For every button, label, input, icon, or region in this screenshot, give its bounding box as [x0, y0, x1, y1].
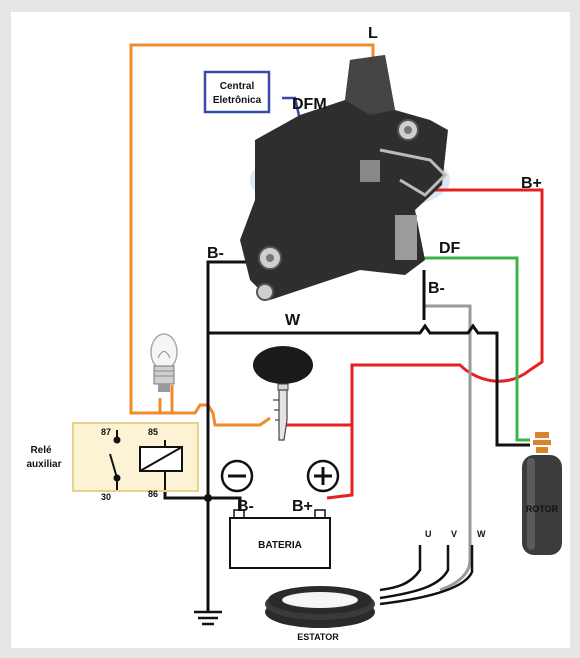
junction-dot: [204, 494, 212, 502]
w-label: W: [285, 312, 301, 329]
relay-86-wire: [163, 490, 242, 510]
stator-w-label: W: [477, 529, 486, 539]
battery-neg-label: B-: [237, 498, 254, 515]
rotor-label: ROTOR: [526, 504, 559, 514]
b-plus-wire: [326, 188, 544, 500]
relay-coil-icon: [139, 440, 183, 490]
stator-wire-v: [379, 545, 450, 600]
minus-circle-icon: [220, 459, 254, 493]
stator-u-label: U: [425, 529, 432, 539]
central-label-2: Eletrônica: [213, 95, 262, 106]
terminal-86: 86: [148, 489, 158, 499]
battery-pos-label: B+: [292, 498, 313, 515]
rele-label-2: auxiliar: [26, 459, 61, 470]
stator-wire-u: [379, 545, 422, 592]
stator-v-label: V: [451, 529, 457, 539]
df-label: DF: [439, 240, 461, 257]
central-label-1: Central: [220, 81, 255, 92]
ignition-key-icon: [253, 346, 313, 441]
battery: [229, 509, 331, 569]
b-minus-left-label: B-: [207, 245, 224, 262]
stator-wire-w: [379, 545, 474, 606]
terminal-85: 85: [148, 427, 158, 437]
w-wire: [208, 323, 530, 447]
rotor: [522, 432, 562, 555]
bateria-label: BATERIA: [258, 540, 302, 551]
rele-label-1: Relé: [30, 445, 52, 456]
df-wire: [424, 256, 530, 442]
dfm-label: DFM: [292, 96, 327, 113]
lamp-lead-wire: [170, 385, 188, 415]
terminal-87: 87: [101, 427, 111, 437]
w-gray-wire: [424, 304, 472, 592]
b-minus-right-label: B-: [428, 280, 445, 297]
plus-circle-icon: [306, 459, 340, 493]
estator-label: ESTATOR: [297, 632, 339, 642]
stator: [265, 586, 375, 628]
central-eletronica-box: [203, 70, 271, 114]
b-plus-top-label: B+: [521, 175, 542, 192]
l-terminal-label: L: [368, 25, 378, 42]
relay-switch: [109, 430, 121, 490]
lamp-icon: [150, 333, 178, 392]
terminal-30: 30: [101, 492, 111, 502]
l-wire: [129, 43, 375, 427]
voltage-regulator: [240, 55, 448, 301]
ground-icon: [194, 610, 222, 626]
